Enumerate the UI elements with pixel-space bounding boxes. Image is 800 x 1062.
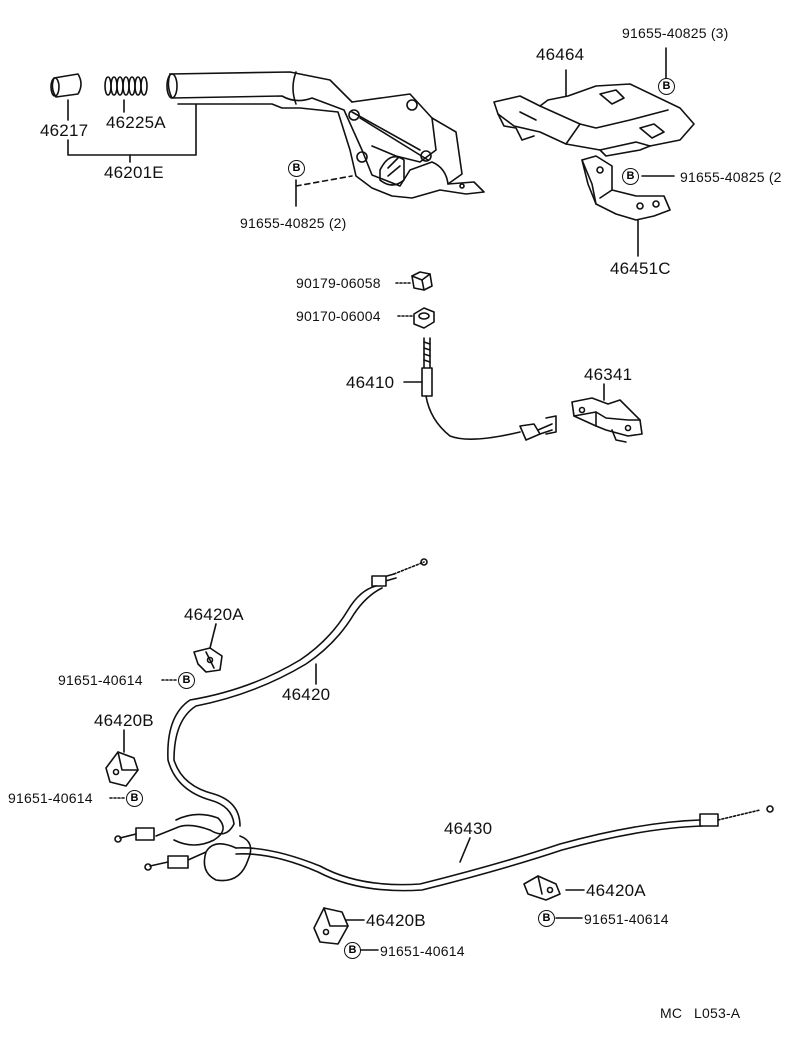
part-label-cable-rh: 46420: [282, 685, 331, 704]
footer-code-prefix: MC: [660, 1005, 683, 1021]
part-label-equalizer: 46341: [584, 365, 633, 384]
part-label-clamp-b-upper: 46420B: [94, 711, 154, 730]
clamp-46420a-upper-part: [193, 647, 223, 673]
part-label-clamp-b-lower: 46420B: [366, 911, 426, 930]
bolt-badge-clip-3: B: [538, 910, 555, 927]
part-label-cover: 46464: [536, 45, 585, 64]
part-label-clip-bolt-4: 91651-40614: [380, 943, 465, 959]
footer-code: L053-A: [694, 1005, 741, 1021]
part-label-clamp-a-upper: 46420A: [184, 605, 244, 624]
nut-90170-part: [413, 307, 435, 329]
part-label-grip: 46217: [40, 121, 89, 140]
clamp-46420a-lower-part: [523, 875, 561, 901]
rear-cable-46420-part: [114, 558, 428, 846]
bolt-badge-clip-4: B: [344, 942, 361, 959]
grip-part: [50, 73, 82, 98]
part-label-clip-bolt-2: 91651-40614: [8, 790, 93, 806]
clamp-46420b-lower-part: [313, 907, 349, 945]
front-cable-part: [421, 337, 557, 441]
equalizer-part: [571, 397, 643, 443]
part-label-nut2: 90170-06004: [296, 308, 381, 324]
clamp-46420b-upper-part: [105, 751, 139, 787]
part-label-clip-bolt-1: 91651-40614: [58, 672, 143, 688]
bolt-badge-clip-1: B: [178, 672, 195, 689]
lever-assembly: [166, 71, 485, 199]
console-cover-part: [493, 83, 695, 157]
part-label-clamp-a-lower: 46420A: [586, 881, 646, 900]
part-label-front-cable: 46410: [346, 373, 395, 392]
part-label-cover-bolt-top: 91655-40825 (3): [622, 25, 729, 41]
spring-part: [104, 76, 148, 96]
part-label-clip-bolt-3: 91651-40614: [584, 911, 669, 927]
part-label-lever-bolt: 91655-40825 (2): [240, 215, 347, 231]
bolt-badge-cover: B: [658, 78, 675, 95]
bolt-badge-bracket: B: [622, 168, 639, 185]
bolt-badge-clip-2: B: [126, 790, 143, 807]
nut-90179-part: [411, 271, 433, 291]
part-label-cable-lh: 46430: [444, 819, 493, 838]
rear-cable-46430-part: [144, 805, 774, 892]
part-label-lever-assy: 46201E: [104, 163, 164, 182]
part-label-bracket: 46451C: [610, 259, 671, 278]
bracket-part: [581, 155, 671, 221]
bolt-badge-lever: B: [288, 160, 305, 177]
part-label-nut1: 90179-06058: [296, 275, 381, 291]
part-label-bracket-bolt: 91655-40825 (2: [680, 169, 782, 185]
part-label-spring: 46225A: [106, 113, 166, 132]
